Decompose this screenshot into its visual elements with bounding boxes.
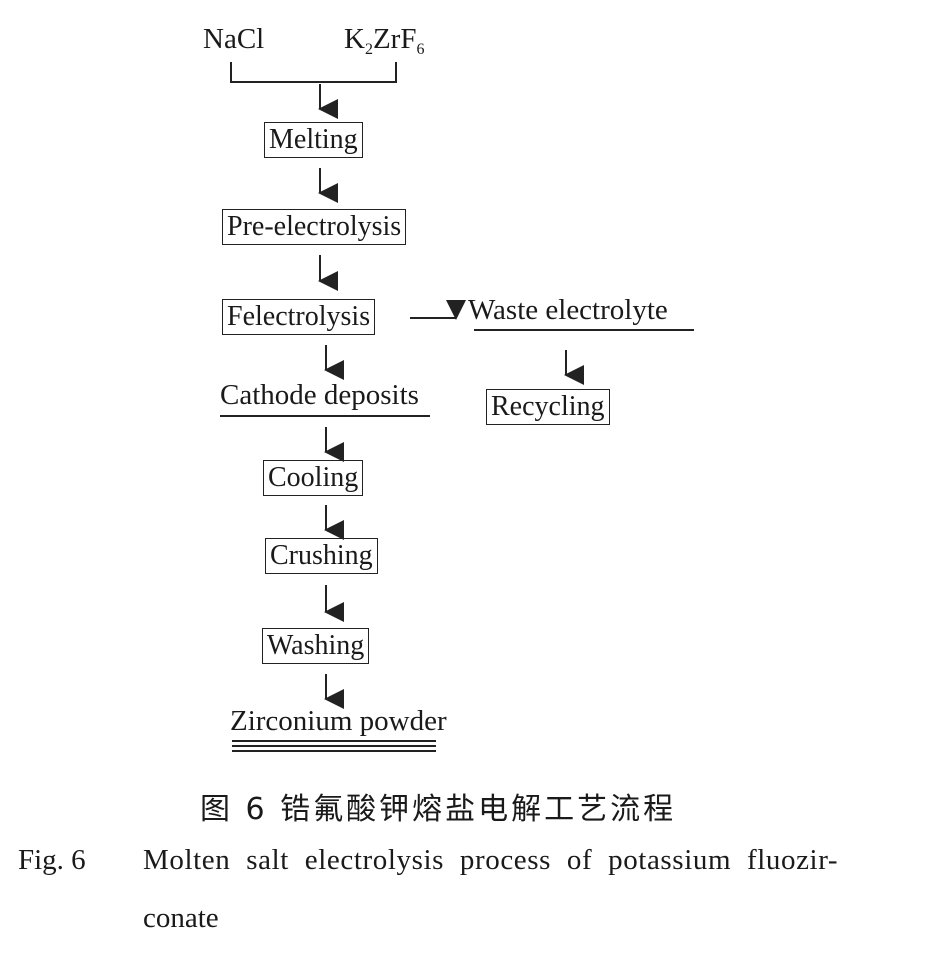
step-recycling: Recycling xyxy=(486,389,610,425)
input-k2zrf6: K2ZrF6 xyxy=(344,23,425,58)
caption-english-line2: conate xyxy=(143,902,219,934)
caption-chinese: 图 6 锆氟酸钾熔盐电解工艺流程 xyxy=(200,792,677,827)
step-cooling: Cooling xyxy=(263,460,364,496)
step-zirconium-powder: Zirconium powder xyxy=(230,705,447,737)
step-waste-electrolyte: Waste electrolyte xyxy=(468,294,668,326)
step-cathode-deposits: Cathode deposits xyxy=(220,379,419,411)
input-nacl: NaCl xyxy=(203,23,265,55)
step-pre-electrolysis: Pre-electrolysis xyxy=(222,209,407,245)
caption-english-line1: Molten salt electrolysis process of pota… xyxy=(143,844,839,876)
step-washing: Washing xyxy=(262,628,370,664)
step-felectrolysis: Felectrolysis xyxy=(222,299,376,335)
step-crushing: Crushing xyxy=(265,538,378,574)
step-melting: Melting xyxy=(264,122,363,158)
caption-fig-label: Fig. 6 xyxy=(18,844,86,876)
